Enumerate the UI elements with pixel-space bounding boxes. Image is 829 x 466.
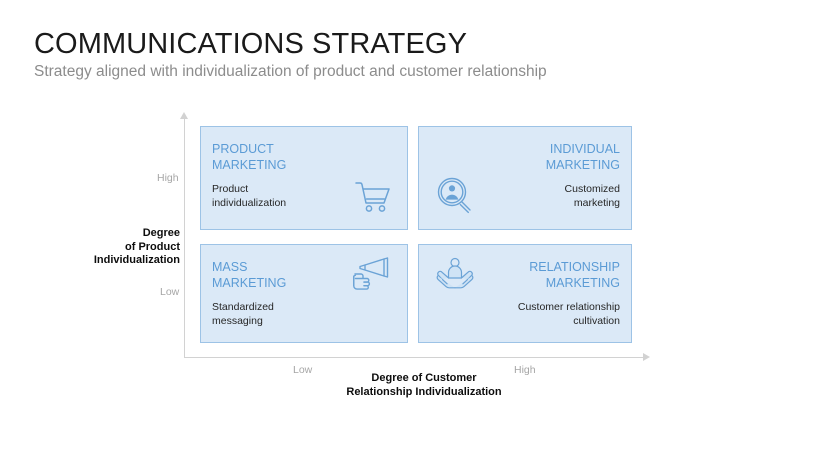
y-axis-title: Degree of Product Individualization	[93, 227, 180, 266]
quadrant-heading: PRODUCT MARKETING	[212, 142, 287, 172]
quadrant-heading: MASS MARKETING	[212, 260, 287, 290]
x-axis-line	[184, 357, 644, 358]
quadrant-individual-marketing[interactable]: INDIVIDUAL MARKETING Customized marketin…	[418, 126, 632, 230]
quadrant-body: Customized marketing	[564, 183, 620, 209]
quadrant-product-marketing[interactable]: PRODUCT MARKETING Product individualizat…	[200, 126, 408, 230]
hands-person-icon	[433, 255, 477, 295]
y-axis-line	[184, 118, 185, 358]
y-axis-low-label: Low	[160, 286, 180, 298]
x-axis-low-label: Low	[293, 364, 313, 376]
x-axis-high-label: High	[514, 364, 536, 376]
quadrant-heading: INDIVIDUAL MARKETING	[545, 142, 620, 172]
person-magnifier-icon	[433, 175, 477, 215]
quadrant-mass-marketing[interactable]: MASS MARKETING Standardized messaging	[200, 244, 408, 343]
x-axis-arrow-icon	[643, 353, 650, 361]
hand-megaphone-icon	[349, 255, 393, 295]
page-subtitle: Strategy aligned with individualization …	[34, 63, 547, 80]
quadrant-body: Standardized messaging	[212, 301, 274, 327]
quadrant-relationship-marketing[interactable]: RELATIONSHIP MARKETING Customer relation…	[418, 244, 632, 343]
quadrant-body: Customer relationship cultivation	[517, 301, 620, 327]
shopping-cart-icon	[351, 177, 395, 217]
y-axis-arrow-icon	[180, 112, 188, 119]
quadrant-body: Product individualization	[212, 183, 287, 209]
page-title: COMMUNICATIONS STRATEGY	[34, 28, 468, 60]
y-axis-high-label: High	[157, 172, 179, 184]
quadrant-heading: RELATIONSHIP MARKETING	[529, 260, 620, 290]
x-axis-title: Degree of Customer Relationship Individu…	[346, 372, 502, 398]
